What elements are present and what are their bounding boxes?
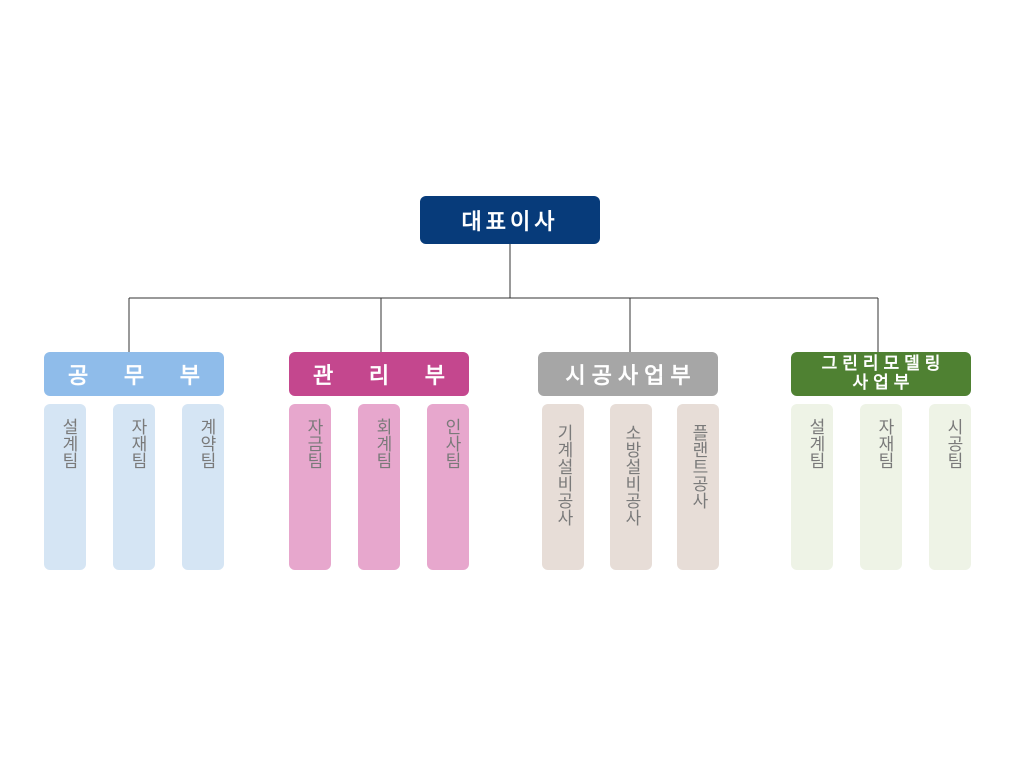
construction-mechanical-team: 기계설비공사: [542, 404, 584, 570]
team-label: 자금팀: [303, 418, 323, 469]
team-label: 회계팀: [372, 418, 392, 469]
team-label: 인사팀: [441, 418, 461, 469]
green-materials-team: 자재팀: [860, 404, 902, 570]
green-design-team: 설계팀: [791, 404, 833, 570]
green-remodeling-department: 그린리모델링 사업부: [791, 352, 971, 396]
management-department: 관 리 부: [289, 352, 469, 396]
team-label: 계약팀: [196, 418, 216, 469]
management-personnel-team: 인사팀: [427, 404, 469, 570]
engineering-design-team: 설계팀: [44, 404, 86, 570]
management-finance-team: 자금팀: [289, 404, 331, 570]
team-label: 자재팀: [127, 418, 147, 469]
ceo-box: 대표이사: [420, 196, 600, 244]
team-label: 자재팀: [874, 418, 894, 469]
engineering-department: 공 무 부: [44, 352, 224, 396]
ceo-label: 대표이사: [461, 210, 559, 235]
construction-department: 시공사업부: [538, 352, 718, 396]
green-remodeling-department-label: 그린리모델링 사업부: [821, 354, 946, 393]
green-construction-team: 시공팀: [929, 404, 971, 570]
team-label: 기계설비공사: [553, 424, 573, 526]
engineering-contract-team: 계약팀: [182, 404, 224, 570]
construction-plant-team: 플랜트공사: [677, 404, 719, 570]
team-label: 시공팀: [943, 418, 963, 469]
engineering-materials-team: 자재팀: [113, 404, 155, 570]
engineering-department-label: 공 무 부: [67, 364, 215, 389]
team-label: 소방설비공사: [621, 424, 641, 526]
management-department-label: 관 리 부: [312, 364, 460, 389]
team-label: 플랜트공사: [688, 424, 708, 509]
construction-fire-team: 소방설비공사: [610, 404, 652, 570]
team-label: 설계팀: [58, 418, 78, 469]
construction-department-label: 시공사업부: [565, 364, 697, 389]
team-label: 설계팀: [805, 418, 825, 469]
management-accounting-team: 회계팀: [358, 404, 400, 570]
